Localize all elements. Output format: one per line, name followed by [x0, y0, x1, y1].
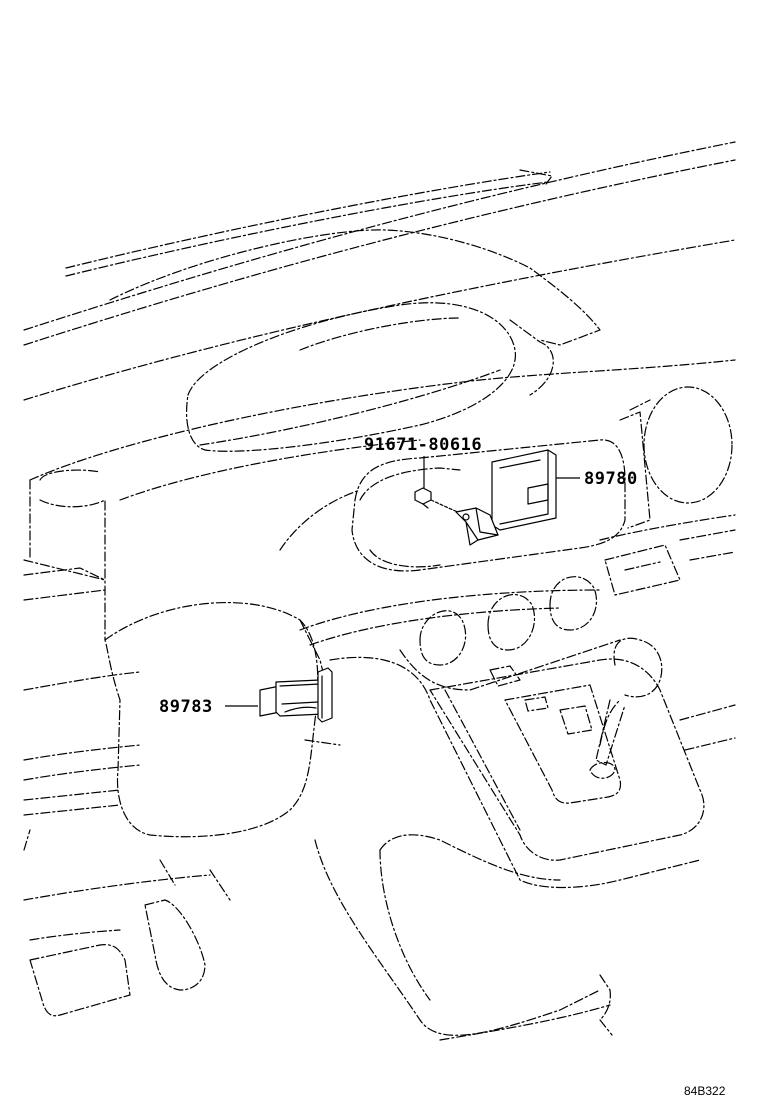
- part-label-control-unit: 89780: [584, 469, 638, 489]
- control-unit-89780: [455, 449, 557, 546]
- part-label-switch: 89783: [159, 697, 213, 717]
- screw-91671-80616: [414, 487, 459, 513]
- center-console: [314, 637, 705, 1041]
- dash-body: [23, 359, 736, 901]
- switch-89783: [259, 667, 333, 723]
- drawing-code: 84B322: [684, 1084, 726, 1098]
- pedals: [29, 859, 231, 1017]
- dashboard-top-lines: [23, 141, 736, 401]
- part-label-screw: 91671-80616: [364, 435, 482, 455]
- center-cluster: [351, 386, 733, 572]
- vents: [399, 576, 621, 691]
- leader-lines: [225, 456, 580, 707]
- meter-hood: [109, 229, 601, 452]
